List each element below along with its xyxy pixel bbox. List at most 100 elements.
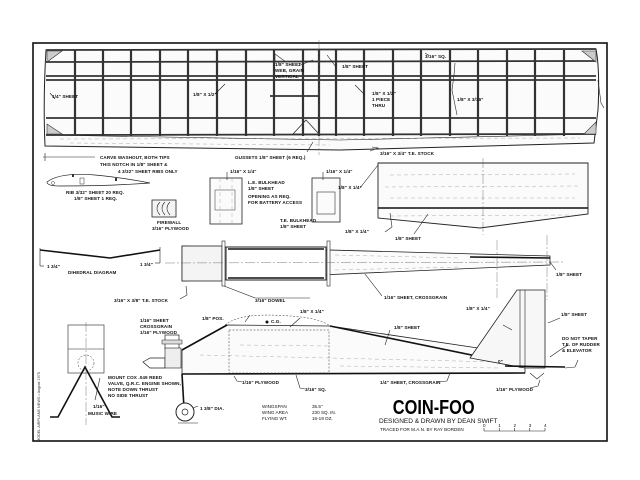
- front-view: [50, 322, 120, 425]
- label-opening-1: OPENING AS REQ.: [248, 194, 291, 199]
- label-spar-center: 1/8" X 1/2": [193, 92, 217, 97]
- fuselage-side-outline: [181, 324, 526, 375]
- tip-gusset: [46, 123, 63, 135]
- leader-line: [326, 54, 337, 68]
- label-bottom-ply: 1/16" PLYWOOD: [242, 380, 280, 385]
- label-rear-spar: 1/8" X 3/16": [457, 97, 484, 102]
- leader-line: [214, 83, 226, 95]
- spec-value-2: 16-19 OZ.: [312, 416, 333, 421]
- rib-spar-slot: [115, 178, 117, 181]
- leader-line: [549, 261, 557, 271]
- landing-gear-wire: [50, 365, 120, 418]
- label-mount-4: NO SIDE THRUST: [108, 393, 148, 398]
- wheel: [175, 402, 195, 422]
- side-grain: [339, 365, 501, 369]
- side-grain: [199, 354, 501, 363]
- label-pos: 1/8" POS.: [202, 316, 224, 321]
- leader-line: [547, 317, 561, 324]
- firewall-grain: [156, 201, 171, 216]
- label-spar-thru-3: THRU: [372, 103, 386, 108]
- leader-line: [192, 405, 199, 409]
- label-stringer: 1/8" X 1/4": [300, 309, 324, 314]
- label-fuse-te-stock: 3/16" X 3/8" T.E. STOCK: [114, 298, 169, 303]
- label-spar-thru-2: 1 PIECE: [372, 97, 390, 102]
- label-dowel: 3/16" DOWEL: [255, 298, 286, 303]
- side-credit: MODEL AIRPLANE NEWS • August 1975: [37, 372, 41, 442]
- wing-ribs: [73, 50, 566, 136]
- trailing-edge-front: [45, 133, 597, 136]
- leader-line: [354, 84, 366, 96]
- label-bottom-cross: 1/4" SHEET, CROSSGRAIN: [380, 380, 441, 385]
- label-wheel: 1 3/8" DIA.: [200, 406, 224, 411]
- label-rib-2: 1/8" SHEET 1 REQ.: [74, 196, 117, 201]
- label-dihedral-right: 1 3/4": [140, 262, 153, 267]
- te-bulkhead-opening: [316, 191, 336, 215]
- spec-label-1: WING AREA: [262, 410, 289, 415]
- tip-gusset: [583, 121, 597, 135]
- scale-tick-label: 4: [544, 423, 547, 428]
- leader-line: [94, 377, 101, 401]
- nose-block: [181, 245, 223, 282]
- engine-crankcase: [164, 347, 182, 369]
- rib-le-hole: [51, 181, 55, 185]
- label-web-1: 1/8" SHEET: [275, 62, 301, 67]
- engine-fins: [161, 339, 183, 345]
- label-firewall-1: FIREWALL: [157, 220, 181, 225]
- label-washout: CARVE WASHOUT, BOTH TIPS: [100, 155, 170, 160]
- te-bulkhead: [311, 172, 341, 223]
- label-le-bulkhead-1: L.E. BULKHEAD: [248, 180, 285, 185]
- tail-sheet-strip: [469, 256, 551, 259]
- spec-label-0: WINGSPAN: [262, 404, 287, 409]
- te-grain: [59, 137, 581, 140]
- label-tail-sheet: 1/8" SHEET: [556, 272, 582, 277]
- leader-line: [297, 59, 314, 67]
- leader-line: [413, 213, 429, 235]
- label-taper-3: & ELEVATOR: [562, 348, 592, 353]
- label-wire-1: 1/16": [93, 404, 105, 409]
- stab-grain: [389, 214, 571, 217]
- label-center-sheet: 1/8" SHEET: [342, 64, 368, 69]
- stab-grain: [389, 173, 576, 176]
- leader-line: [549, 344, 569, 358]
- battery-opening: [214, 189, 236, 211]
- label-le-strip: 1/16" X 1/4": [230, 169, 257, 174]
- landing-gear-leg: [181, 373, 185, 409]
- label-mount-2: VALVE, Q.R.C. ENGINE SHOWN,: [108, 381, 181, 386]
- wing-profile: [224, 314, 331, 327]
- stabilizer-plan: [359, 158, 589, 235]
- label-te-bulkhead-1: T.E. BULKHEAD: [280, 218, 317, 223]
- rib-drawing: [46, 173, 151, 187]
- le-bulkhead: [209, 172, 243, 225]
- label-wing-tip-sheet: 1/4" SHEET: [52, 94, 78, 99]
- dowel: [221, 240, 226, 287]
- cabin-outline: [228, 329, 330, 374]
- label-fin-edge: 1/8" X 1/4": [466, 306, 490, 311]
- scale-tick-label: 3: [529, 423, 532, 428]
- label-cowl-3: 1/16" PLYWOOD: [140, 330, 178, 335]
- leader-line: [289, 317, 301, 328]
- label-crossgrain-top: 1/16" SHEET, CROSSGRAIN: [384, 295, 448, 300]
- te-bulkhead-outline: [311, 177, 341, 223]
- leader-line: [502, 324, 513, 331]
- side-grain: [239, 344, 331, 347]
- tip-gusset: [581, 50, 597, 63]
- leader-line: [451, 62, 458, 116]
- label-te-strip: 1/16" X 1/4": [326, 169, 353, 174]
- label-stab-sheet: 1/8" SHEET: [395, 236, 421, 241]
- rib-notch: [79, 177, 85, 185]
- leader-line: [384, 329, 391, 346]
- scale-tick-label: 2: [514, 423, 517, 428]
- trailing-edge-outline: [45, 133, 597, 141]
- label-dihedral-left: 1 3/4": [47, 264, 60, 269]
- stab-grain: [384, 185, 581, 188]
- label-dihedral-title: DIHEDRAL DIAGRAM: [68, 270, 117, 275]
- leader-line: [564, 359, 579, 369]
- te-grain: [69, 142, 331, 146]
- label-le-sq: 3/16" SQ.: [425, 54, 446, 59]
- tracer-credit: TRACED FOR M.A.N. BY RAY BORDEN: [380, 427, 464, 432]
- label-web-3: VERTICAL: [275, 74, 299, 79]
- le-bulkhead-outline: [209, 177, 243, 225]
- stab-side-line: [504, 365, 566, 368]
